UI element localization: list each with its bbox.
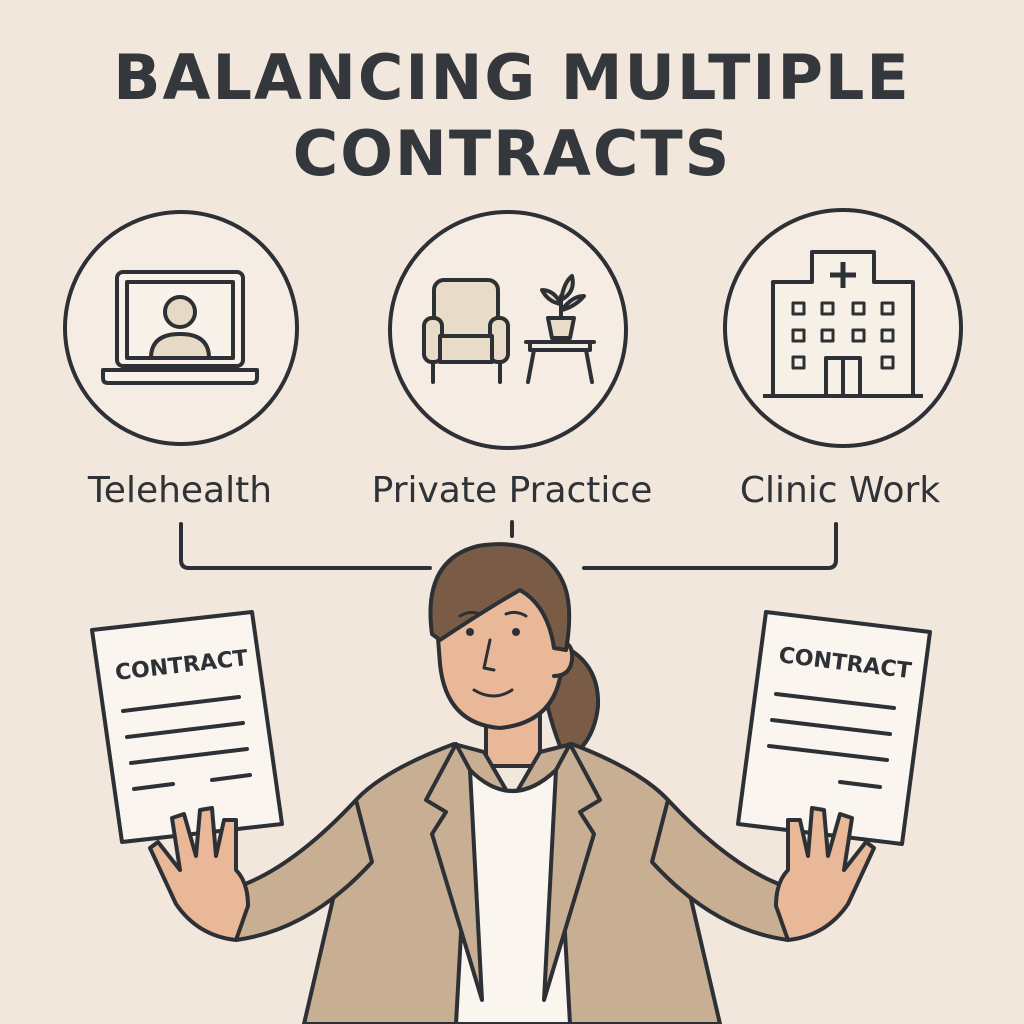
telehealth-icon-circle — [63, 210, 299, 446]
right-contract-document: CONTRACT — [736, 610, 932, 846]
title-line-1: BALANCING MULTIPLE — [113, 41, 911, 114]
category-label-private-practice: Private Practice — [371, 470, 653, 511]
hospital-building-icon — [763, 250, 923, 398]
hair-top — [428, 542, 572, 652]
left-hand — [148, 806, 250, 942]
category-label-clinic-work: Clinic Work — [739, 470, 941, 511]
right-hand — [774, 806, 876, 942]
professional-woman — [214, 542, 810, 1024]
clinic-work-icon-circle — [723, 208, 963, 448]
armchair-plant-icon — [422, 274, 596, 384]
title-line-2: CONTRACTS — [292, 117, 732, 190]
connector-lines — [179, 520, 838, 570]
category-label-telehealth: Telehealth — [87, 470, 273, 511]
left-contract-document: CONTRACT — [90, 610, 284, 844]
page-title: BALANCING MULTIPLE CONTRACTS — [0, 40, 1024, 192]
private-practice-icon-circle — [388, 210, 628, 450]
laptop-video-call-icon — [101, 270, 259, 385]
